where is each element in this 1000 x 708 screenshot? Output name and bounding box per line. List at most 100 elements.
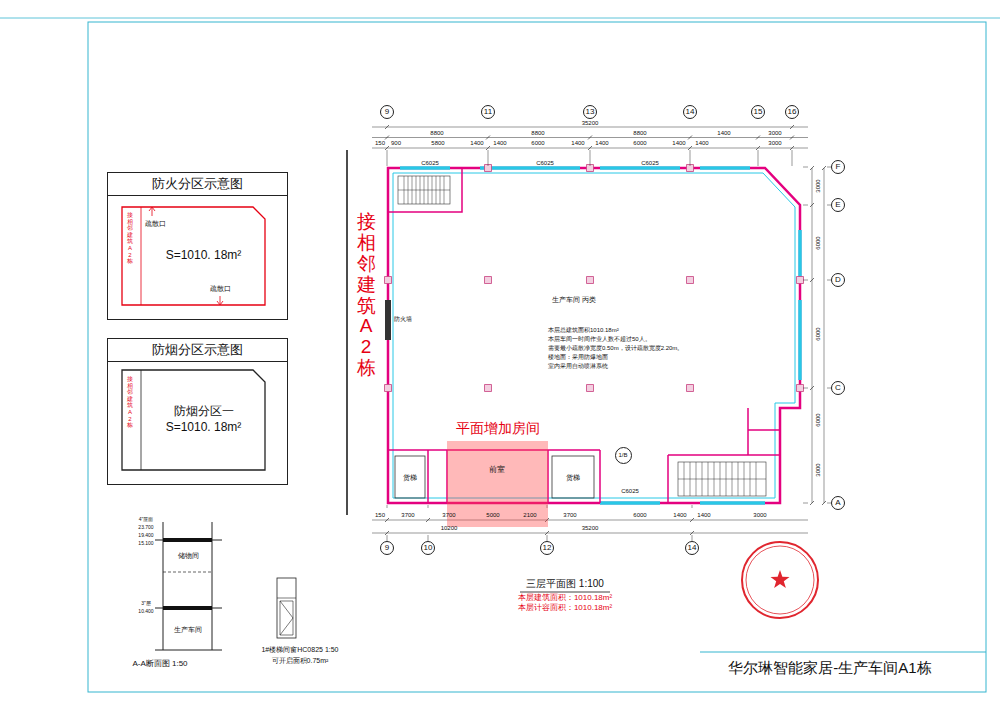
stair-treads	[678, 462, 766, 496]
grid-axis-bubble: 1/B	[615, 447, 632, 464]
plan-label: 3000	[753, 512, 766, 519]
plan-label: 5000	[486, 512, 499, 519]
plan-label: 货梯	[403, 474, 417, 482]
fire-zone-panel: S=1010. 18m²防火分区示意图	[107, 172, 288, 320]
axis-label: C	[835, 384, 841, 392]
section-slabs	[163, 538, 212, 610]
vertical-note: 接相邻建筑A2栋	[127, 376, 133, 429]
plan-label: 6000	[633, 140, 646, 147]
zone-border	[122, 207, 265, 305]
grid-axis-bubble: 15	[751, 105, 765, 119]
axis-label: 14	[688, 544, 697, 552]
plan-label: 1400	[717, 130, 730, 137]
plan-label: 防火墙	[394, 316, 412, 323]
smoke-zone-panel: 防烟分区一S=1010. 18m² 防烟分区示意图	[107, 338, 288, 485]
plan-label: 本层建筑面积：1010.18m²	[518, 593, 612, 602]
plan-label: 3700	[401, 512, 414, 519]
plan-label: 室内采用自动喷淋系统	[548, 363, 608, 370]
seal-star	[770, 570, 789, 588]
plan-label: 8800	[531, 130, 544, 137]
stair-wall	[668, 408, 780, 503]
grid-axis-bubble: 14	[683, 105, 697, 119]
zone-text-area: 防烟分区一S=1010. 18m²	[141, 369, 266, 471]
highlight-heading: 平面增加房间	[456, 420, 540, 437]
grid-axis-bubble: 11	[481, 105, 495, 119]
plan-label: 10200	[441, 525, 458, 532]
plan-label: 楼地面：采用防爆地面	[548, 354, 608, 361]
zone-border	[122, 370, 265, 470]
plan-label: 1400	[493, 140, 506, 147]
plan-label: 150	[375, 140, 385, 147]
dimension-text: 6000	[815, 327, 822, 340]
plan-label: 疏散口	[210, 285, 231, 293]
plan-label: 1400	[697, 512, 710, 519]
plan-label: 前室	[489, 465, 505, 474]
plan-label: 储物间	[178, 552, 199, 560]
plan-label: 23.700	[138, 525, 153, 531]
elevator-shaft	[395, 456, 425, 498]
grid-axis-bubble: 10	[421, 541, 435, 555]
plan-label: A-A断面图 1:50	[132, 659, 187, 668]
dimension-text: 3000	[815, 179, 822, 192]
plan-label: 生产车间	[174, 626, 202, 634]
adjacent-strip-line	[141, 370, 142, 470]
window-elevation	[277, 578, 296, 638]
plan-label: 15.100	[138, 541, 153, 547]
section-lines	[155, 522, 222, 650]
plan-label: 1400	[672, 140, 685, 147]
zone-text: S=1010. 18m²	[166, 420, 242, 436]
plan-label: 3000	[768, 140, 781, 147]
grid-axis-bubble: E	[831, 198, 845, 212]
fire-wall-mark	[385, 300, 391, 340]
plan-label: 3"层	[141, 601, 151, 607]
dimension-text: 6000	[815, 413, 822, 426]
dimension-lines	[372, 127, 824, 533]
plan-label: 货梯	[566, 474, 580, 482]
grid-axis-bubble: 13	[583, 105, 597, 119]
stair-outline	[678, 462, 766, 496]
plan-label: 6000	[531, 140, 544, 147]
grid-axis-bubble: 12	[540, 541, 554, 555]
stair-outline	[398, 176, 450, 204]
plan-label: 1#楼梯间窗HC0825 1:50	[261, 646, 338, 654]
axis-label: F	[836, 163, 841, 171]
dimension-ticks	[385, 125, 826, 535]
title-block-line	[700, 652, 986, 653]
plan-label: 本层总建筑面积1010.18m²	[548, 327, 619, 334]
plan-label: 8800	[430, 130, 443, 137]
section-dashed-line	[163, 572, 212, 573]
axis-label: 9	[385, 108, 389, 116]
plan-label: 19.400	[138, 533, 153, 539]
stair-wall	[388, 168, 462, 212]
vertical-note: 接相邻建筑A2栋	[357, 212, 376, 379]
axis-label: 14	[686, 108, 695, 116]
axis-label: 16	[788, 108, 797, 116]
zone-text: 防烟分区一	[174, 404, 234, 420]
adjacent-strip-line	[141, 207, 142, 305]
plan-label: 900	[391, 140, 401, 147]
grid-axis-bubble: A	[831, 496, 845, 510]
grid-axis-bubble: D	[831, 273, 845, 287]
dimension-text: 6000	[815, 236, 822, 249]
plan-label: 需要最小疏散净宽度0.50m，设计疏散宽度2.20m。	[548, 345, 683, 352]
panel-heading: 防烟分区示意图	[108, 339, 287, 362]
dimension-text: 3000	[815, 463, 822, 476]
plan-label: 6000	[633, 512, 646, 519]
sheet-edge-line	[0, 18, 1000, 19]
plan-label: 可开启面积0.75m²	[272, 657, 329, 665]
axis-label: 1/B	[618, 452, 627, 458]
plan-label: 10.400	[138, 609, 153, 615]
plan-label: 150	[375, 512, 385, 519]
vertical-note: 接相邻建筑A2栋	[127, 212, 133, 265]
grid-axis-bubble: 16	[785, 105, 799, 119]
adjacent-building-line	[346, 150, 348, 515]
plan-label: 本层车间一时间作业人数不超过50人。	[548, 336, 651, 343]
panel-heading: 防火分区示意图	[108, 173, 287, 196]
plan-label: 1400	[695, 140, 708, 147]
window-sash	[277, 598, 296, 635]
plan-label: 疏散口	[145, 220, 166, 228]
columns	[385, 165, 804, 392]
elevator-shaft	[552, 456, 594, 498]
plan-label: C6025	[641, 160, 659, 167]
